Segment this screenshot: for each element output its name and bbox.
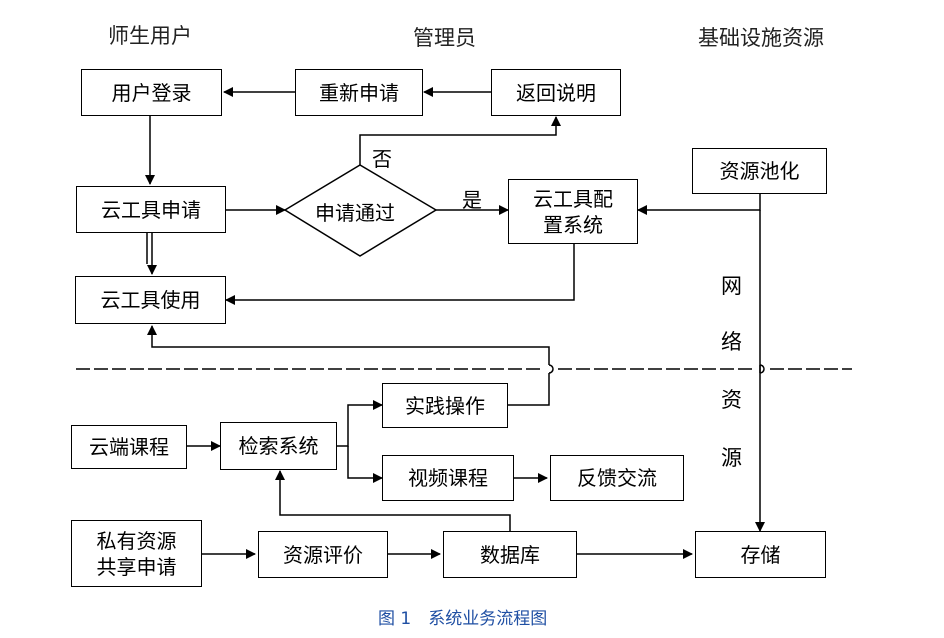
line-hop-1 xyxy=(548,364,554,374)
header-infra: 基础设施资源 xyxy=(698,26,824,50)
decision-diamond xyxy=(283,164,438,257)
box-storage: 存储 xyxy=(695,531,826,578)
box-cloud-course: 云端课程 xyxy=(71,425,187,469)
arrow-practice-to-use xyxy=(147,325,550,365)
arrow-practice-up xyxy=(508,373,550,406)
box-database: 数据库 xyxy=(443,531,577,578)
label-yes: 是 xyxy=(462,188,482,212)
box-cloud-apply: 云工具申请 xyxy=(76,186,226,233)
box-search: 检索系统 xyxy=(220,422,337,470)
arrow-search-to-practice xyxy=(337,400,383,447)
box-pooling: 资源池化 xyxy=(692,148,827,194)
decision-label: 申请通过 xyxy=(315,201,395,225)
header-admin: 管理员 xyxy=(413,26,476,50)
header-students: 师生用户 xyxy=(108,24,192,48)
box-return-note: 返回说明 xyxy=(491,69,621,116)
arrow-no-to-return xyxy=(359,116,561,165)
label-network-4: 源 xyxy=(721,446,742,470)
line-hop-2 xyxy=(759,364,765,374)
arrow-database-to-search xyxy=(275,470,511,531)
label-no: 否 xyxy=(372,147,392,171)
box-reapply: 重新申请 xyxy=(295,69,423,116)
arrow-config-to-use xyxy=(225,244,575,305)
label-network-3: 资 xyxy=(721,388,742,412)
box-cloud-use: 云工具使用 xyxy=(75,276,226,324)
box-video: 视频课程 xyxy=(382,455,514,501)
figure-caption: 图 1 系统业务流程图 xyxy=(378,609,548,629)
label-network-2: 络 xyxy=(721,330,742,354)
arrow-pool-to-config xyxy=(637,193,761,215)
label-network-1: 网 xyxy=(721,274,742,298)
box-private-share: 私有资源 共享申请 xyxy=(71,520,202,587)
box-feedback: 反馈交流 xyxy=(550,455,684,501)
box-practice: 实践操作 xyxy=(382,383,508,428)
box-login: 用户登录 xyxy=(81,69,222,116)
arrow-search-to-video xyxy=(347,446,383,483)
box-config: 云工具配 置系统 xyxy=(508,179,638,244)
box-evaluate: 资源评价 xyxy=(258,531,388,578)
